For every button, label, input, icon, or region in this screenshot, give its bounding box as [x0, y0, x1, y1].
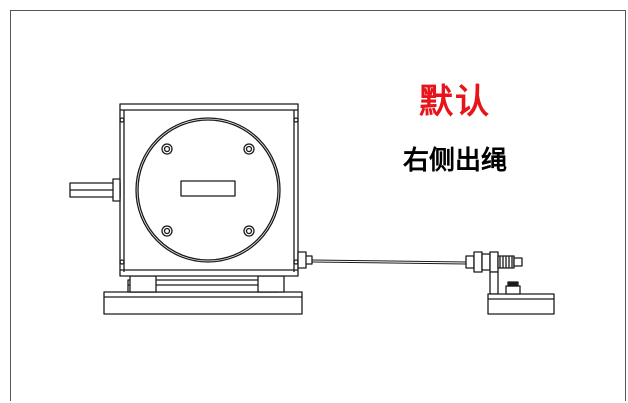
rope-exit-label: 右侧出绳	[402, 146, 507, 176]
base-plate	[103, 279, 303, 315]
default-label: 默认	[419, 82, 491, 122]
left-shaft	[69, 178, 121, 202]
cable-anchor-bracket	[487, 271, 555, 315]
cable-anchor	[465, 251, 523, 273]
round-cover	[135, 117, 281, 263]
pull-cable	[311, 259, 467, 265]
figure-frame	[10, 10, 626, 401]
cable-outlet	[297, 251, 313, 269]
